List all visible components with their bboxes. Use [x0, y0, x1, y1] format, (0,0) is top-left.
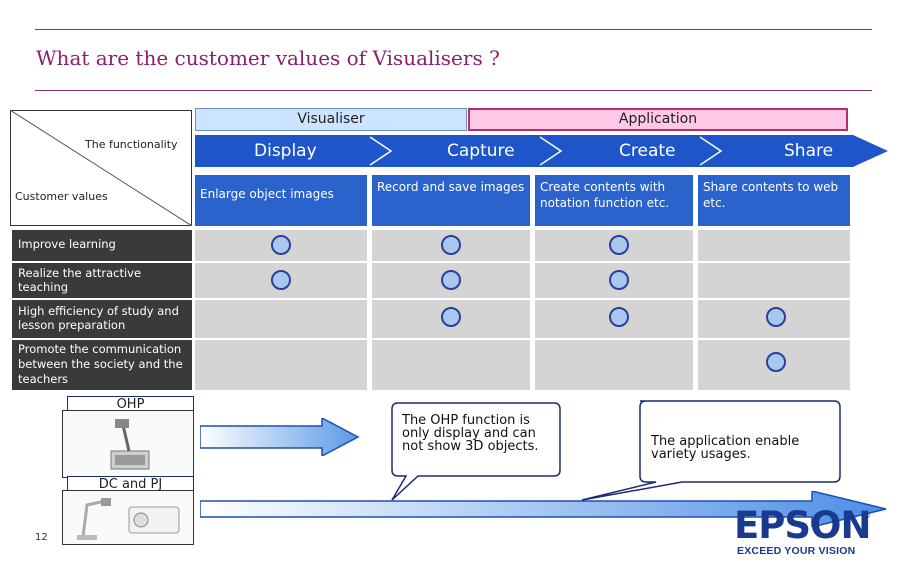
value-mark-circle-icon: [766, 352, 786, 372]
value-mark-circle-icon: [271, 270, 291, 290]
grid-cell: [195, 340, 367, 390]
functionality-label: The functionality: [85, 138, 178, 151]
value-mark-circle-icon: [441, 235, 461, 255]
ohp-image: [62, 410, 194, 478]
desc-capture: Record and save images: [372, 175, 530, 226]
corner-diagonal-cell: [10, 110, 192, 226]
step-create: Create: [619, 141, 676, 161]
document-camera-projector-icon: [77, 498, 180, 540]
page-number: 12: [35, 532, 48, 543]
row-label-promote-communication: Promote the communication between the so…: [12, 340, 192, 390]
application-callout-bubble: [581, 400, 841, 501]
trademark-icon: ®: [864, 512, 871, 520]
application-header: Application: [468, 108, 848, 131]
value-mark-circle-icon: [441, 307, 461, 327]
value-mark-circle-icon: [271, 235, 291, 255]
grid-cell: [195, 300, 367, 338]
overhead-projector-icon: [110, 419, 150, 470]
value-mark-circle-icon: [609, 235, 629, 255]
grid-cell: [535, 340, 693, 390]
grid-cell: [698, 230, 850, 261]
grid-cell: [698, 263, 850, 298]
dc-and-pj-arrow: [200, 491, 887, 527]
step-capture: Capture: [447, 141, 515, 161]
visualiser-header: Visualiser: [195, 108, 467, 131]
ohp-arrow: [200, 418, 360, 456]
process-arrow-bar: [195, 135, 888, 167]
row-label-high-efficiency: High efficiency of study and lesson prep…: [12, 300, 192, 338]
grid-cell: [372, 340, 530, 390]
dc-and-pj-image: [62, 490, 194, 545]
value-mark-circle-icon: [609, 270, 629, 290]
desc-display: Enlarge object images: [195, 175, 367, 226]
step-share: Share: [784, 141, 834, 161]
ohp-callout-bubble: [391, 402, 561, 501]
top-rule: [35, 29, 872, 30]
row-label-improve-learning: Improve learning: [12, 230, 192, 261]
value-mark-circle-icon: [766, 307, 786, 327]
slide-title: What are the customer values of Visualis…: [36, 46, 500, 70]
application-callout-text: The application enable variety usages.: [651, 434, 800, 462]
step-display: Display: [254, 141, 317, 161]
epson-tagline: EXCEED YOUR VISION: [737, 545, 856, 557]
epson-logo: EPSON: [734, 504, 871, 547]
desc-share: Share contents to web etc.: [698, 175, 850, 226]
value-mark-circle-icon: [609, 307, 629, 327]
ohp-callout-text: The OHP function is only display and can…: [402, 413, 539, 454]
value-mark-circle-icon: [441, 270, 461, 290]
row-label-attractive-teaching: Realize the attractive teaching: [12, 263, 192, 298]
desc-create: Create contents with notation function e…: [535, 175, 693, 226]
customer-values-label: Customer values: [15, 190, 108, 203]
title-rule: [35, 90, 872, 91]
